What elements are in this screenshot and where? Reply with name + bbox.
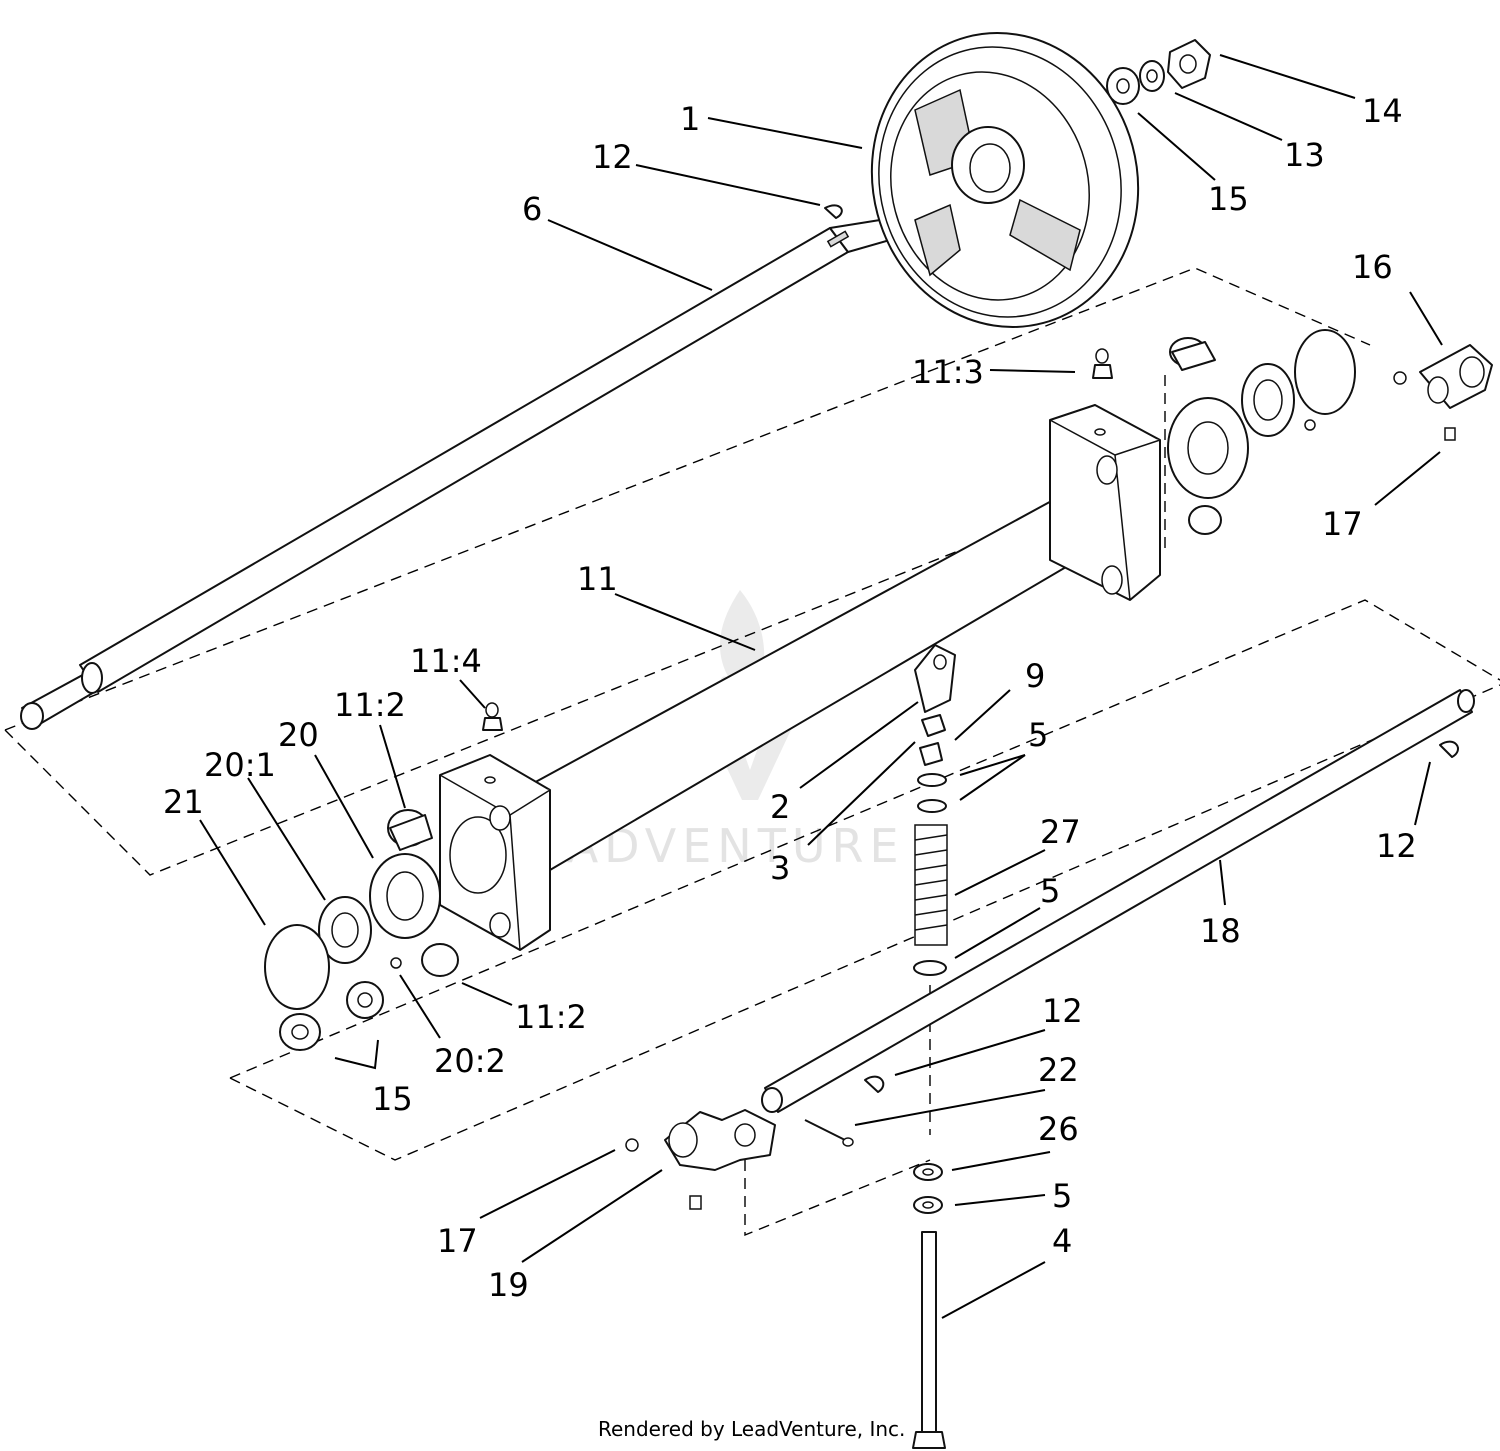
spring-stack <box>913 644 956 976</box>
callout-20-2: 20:2 <box>434 1042 506 1080</box>
callout-19: 19 <box>488 1266 529 1304</box>
pin-22 <box>804 1119 854 1147</box>
callout-15-top: 15 <box>1208 180 1249 218</box>
callout-17-right: 17 <box>1322 505 1363 543</box>
hardware-15-13-14 <box>1106 39 1211 105</box>
callout-11-4: 11:4 <box>410 642 482 680</box>
callout-5-lower: 5 <box>1052 1177 1072 1215</box>
callout-12-lower: 12 <box>1042 992 1083 1030</box>
key-12-lower <box>864 1075 885 1093</box>
callout-5-upper: 5 <box>1028 716 1048 754</box>
spring-27 <box>914 824 948 946</box>
callout-6: 6 <box>522 190 542 228</box>
shaft-6 <box>20 219 891 730</box>
callout-11-2-lower: 11:2 <box>515 998 587 1036</box>
callout-5-middle: 5 <box>1040 872 1060 910</box>
callout-27: 27 <box>1040 813 1081 851</box>
bolt-4-stack <box>912 1163 946 1449</box>
callout-11: 11 <box>577 560 618 598</box>
callout-labels: 1 12 6 14 13 15 16 11:3 17 11 11:4 9 11:… <box>163 92 1417 1304</box>
callout-14: 14 <box>1362 92 1403 130</box>
dashed-assembly-lines <box>4 267 1500 1237</box>
callout-4: 4 <box>1052 1222 1072 1260</box>
callout-11-2-upper: 11:2 <box>334 686 406 724</box>
bearing-set-left <box>264 809 459 1051</box>
callout-18: 18 <box>1200 912 1241 950</box>
grease-fitting-11-4 <box>482 702 503 731</box>
key-12-right <box>1439 740 1459 758</box>
callout-20: 20 <box>278 716 319 754</box>
arm-16 <box>1393 344 1493 441</box>
callout-15-lower: 15 <box>372 1080 413 1118</box>
callout-12-top: 12 <box>592 138 633 176</box>
bearing-set-right <box>1167 329 1356 535</box>
callout-9: 9 <box>1025 657 1045 695</box>
callout-21: 21 <box>163 783 204 821</box>
callout-26: 26 <box>1038 1110 1079 1148</box>
callout-11-3: 11:3 <box>912 353 984 391</box>
callout-16: 16 <box>1352 248 1393 286</box>
callout-1: 1 <box>680 100 700 138</box>
arm-19 <box>625 1109 776 1210</box>
render-credit: Rendered by LeadVenture, Inc. <box>598 1417 905 1441</box>
key-12-top <box>824 204 843 219</box>
rod-18 <box>761 689 1475 1113</box>
callout-17-lower: 17 <box>437 1222 478 1260</box>
grease-fitting-11-3 <box>1092 348 1113 379</box>
callout-22: 22 <box>1038 1051 1079 1089</box>
callout-2: 2 <box>770 788 790 826</box>
housing-tube-11 <box>439 404 1161 951</box>
leader-lines <box>199 54 1443 1319</box>
pulley-1 <box>870 32 1140 328</box>
callout-20-1: 20:1 <box>204 746 276 784</box>
callout-12-right: 12 <box>1376 827 1417 865</box>
callout-3: 3 <box>770 849 790 887</box>
callout-13: 13 <box>1284 136 1325 174</box>
